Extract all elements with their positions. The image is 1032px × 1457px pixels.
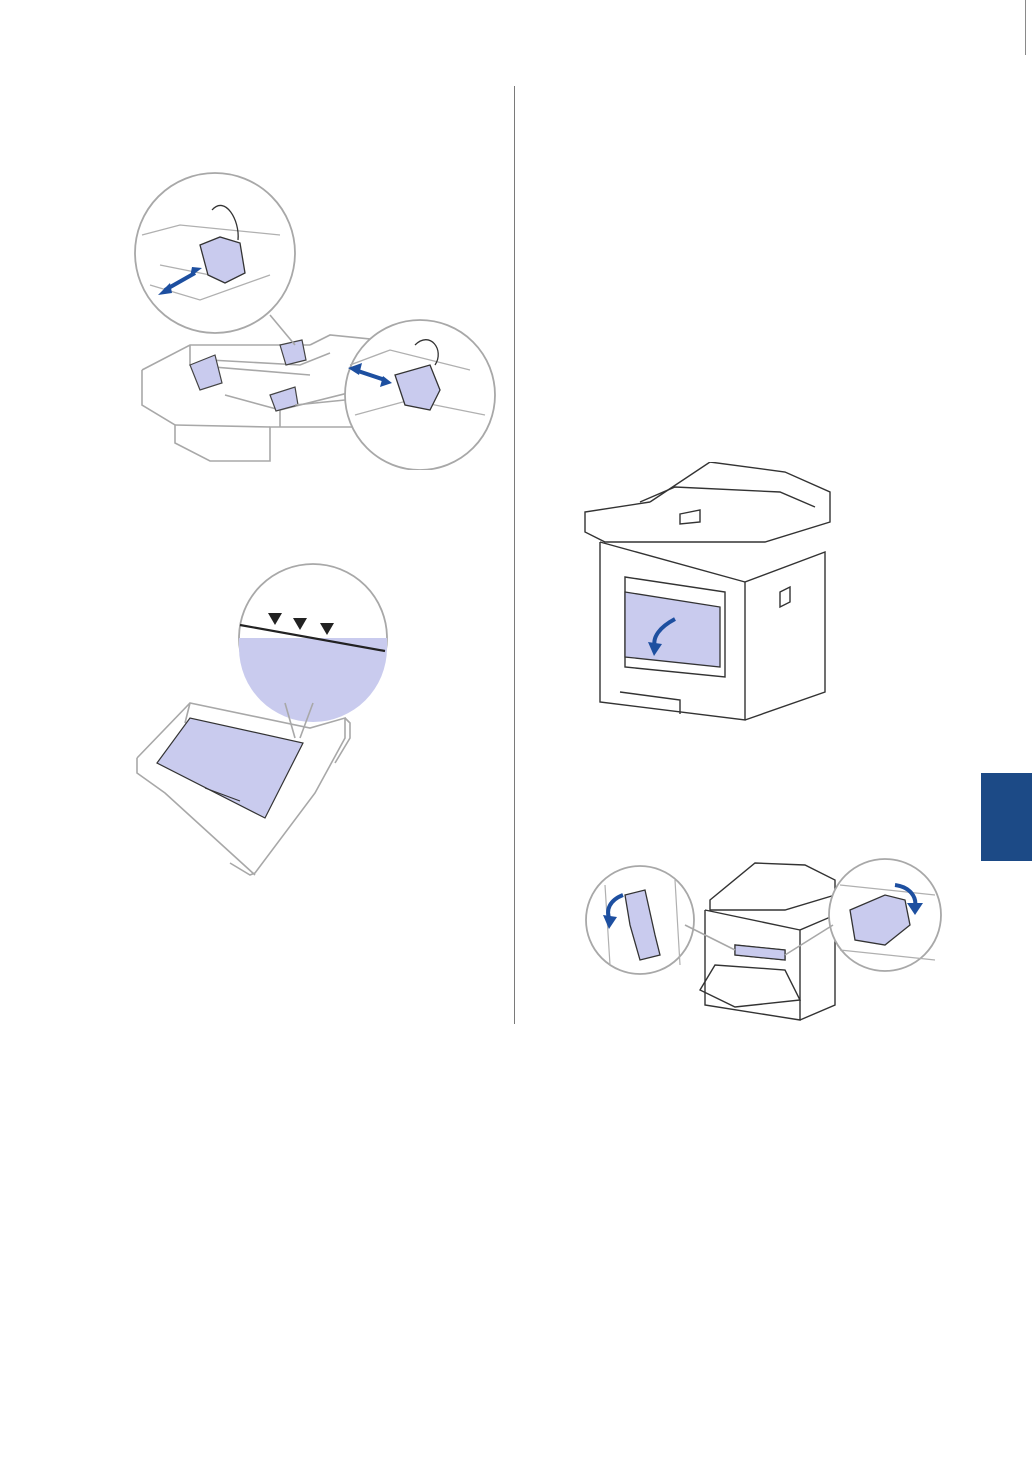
- paper-tray-guides-illustration: [130, 165, 500, 470]
- column-divider: [514, 86, 515, 1024]
- paper-level-marks-illustration: [135, 563, 395, 883]
- chapter-side-tab: [981, 773, 1032, 861]
- printer-rear-cover-open-illustration: [580, 462, 840, 727]
- fuser-cover-levers-illustration: [585, 855, 950, 1025]
- page-edge-line: [1025, 0, 1026, 55]
